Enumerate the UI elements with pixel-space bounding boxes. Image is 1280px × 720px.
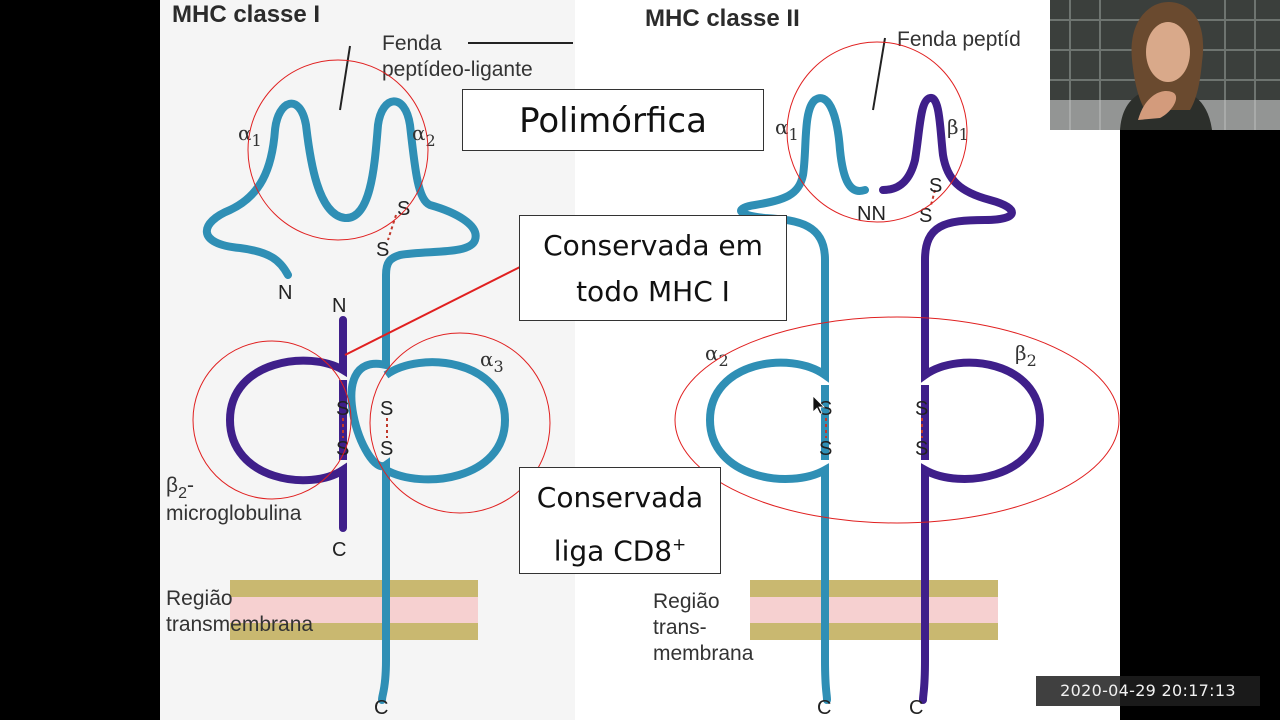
class2-tm-label-2: trans- <box>653 616 707 639</box>
class1-c-b2m: C <box>332 539 346 561</box>
cd8-callout: Conservada liga CD8+ <box>519 467 721 574</box>
conserved-callout: Conservada em todo MHC I <box>519 215 787 321</box>
webcam-video <box>1050 0 1280 130</box>
class1-n-b2m: N <box>332 295 346 317</box>
class2-s-4: S <box>819 438 832 460</box>
class2-polymorphic-circle <box>786 41 968 223</box>
class2-c-alpha: C <box>817 697 831 719</box>
presenter-photo <box>1050 0 1280 130</box>
class2-s-1: S <box>929 175 942 197</box>
class1-cleft-label: Fenda <box>382 32 442 55</box>
class1-polymorphic-circle <box>247 59 429 241</box>
class2-s-6: S <box>915 438 928 460</box>
class1-alpha3-loop <box>383 358 510 484</box>
class2-c-beta: C <box>909 697 923 719</box>
class2-nn-label: NN <box>857 203 886 225</box>
class1-b2m-label: β2- <box>166 474 194 502</box>
class1-heavy-chain <box>202 97 480 704</box>
class1-membrane-inner <box>230 597 478 623</box>
cd8-callout-line2: liga CD8+ <box>553 534 687 568</box>
class2-cleft-label: Fenda peptíd <box>897 28 1021 51</box>
class2-membrane-inner <box>750 597 998 623</box>
conserved-callout-line1: Conservada em <box>543 229 763 262</box>
class1-s-5: S <box>380 398 393 420</box>
class1-s-2: S <box>376 239 389 261</box>
class1-alpha3-label: α3 <box>480 347 504 376</box>
class1-cleft-label-2: peptídeo-ligante <box>382 58 533 81</box>
class1-cleft-pointer-tick <box>339 45 351 111</box>
class2-alpha1-label: α1 <box>775 115 799 144</box>
class2-alpha2-label: α2 <box>705 341 729 370</box>
class1-c-heavy: C <box>374 697 388 719</box>
class1-alpha1-label: α1 <box>238 121 262 150</box>
class2-disulfide-beta1 <box>930 189 936 206</box>
class1-alpha2-label: α2 <box>412 121 436 150</box>
class2-s-3: S <box>819 398 832 420</box>
class2-beta2-label: β2 <box>1015 341 1037 370</box>
class1-b2m-circle <box>192 340 352 500</box>
class1-s-3: S <box>336 398 349 420</box>
class1-tm-label: Região <box>166 587 233 610</box>
class2-beta1-label: β1 <box>947 115 969 144</box>
class2-tm-label: Região <box>653 590 720 613</box>
class1-b2m-label-2: microglobulina <box>166 502 302 525</box>
mouse-cursor-icon <box>812 395 825 415</box>
class2-s-5: S <box>915 398 928 420</box>
class1-s-4: S <box>336 438 349 460</box>
class2-beta-chain <box>879 94 1045 704</box>
class2-conserved-ellipse <box>674 316 1120 524</box>
class1-b2m-chain <box>225 316 347 532</box>
class1-n-heavy: N <box>278 282 292 304</box>
polymorphic-callout: Polimórfica <box>462 89 764 151</box>
class1-title: MHC classe I <box>172 1 320 28</box>
recording-timestamp: 2020-04-29 20:17:13 <box>1036 676 1260 706</box>
class1-s-6: S <box>380 438 393 460</box>
cd8-callout-line1: Conservada <box>536 481 704 514</box>
class2-cleft-pointer <box>872 37 886 111</box>
polymorphic-callout-text: Polimórfica <box>519 101 707 141</box>
class1-alpha3-circle <box>369 332 551 514</box>
class2-title: MHC classe II <box>645 5 800 32</box>
class1-tm-label-2: transmembrana <box>166 613 313 636</box>
class1-conserved-pointer <box>344 266 521 356</box>
class2-s-2: S <box>919 205 932 227</box>
class2-tm-label-3: membrana <box>653 642 754 665</box>
conserved-callout-line2: todo MHC I <box>576 275 730 308</box>
class1-disulfide-top <box>387 214 397 241</box>
